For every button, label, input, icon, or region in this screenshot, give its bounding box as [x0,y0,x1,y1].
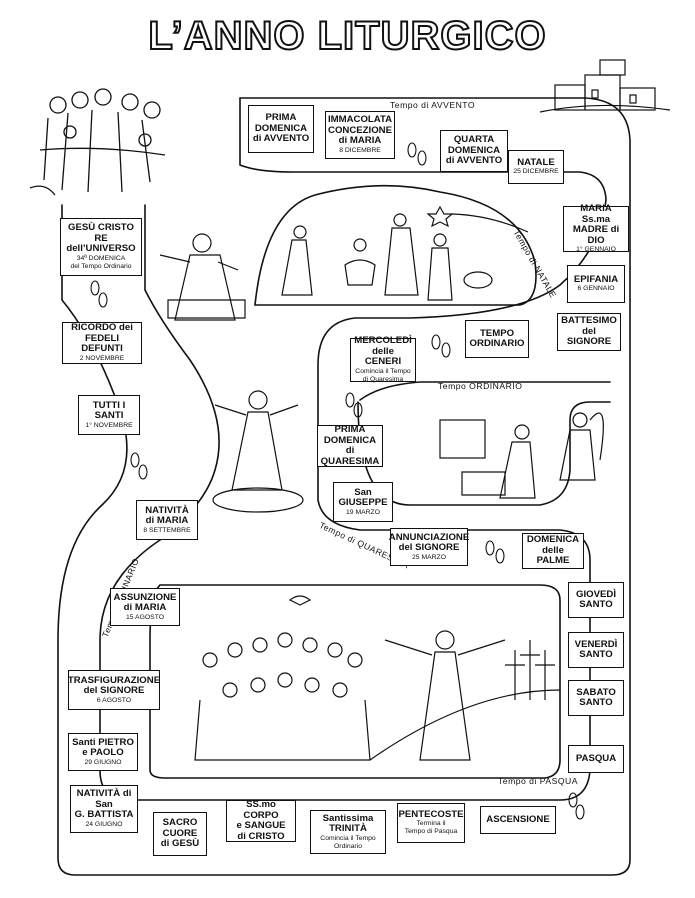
nativity-icon [281,213,493,301]
family-icon [29,88,166,196]
card-name: SACRO CUORE di GESÙ [160,817,200,850]
risen-christ-icon [212,390,304,513]
card-date: 24 GIUGNO [85,820,123,828]
card-name: EPIFANIA [573,273,619,285]
card-name: Santissima TRINITÀ [322,812,374,834]
card-tempo-ordinario: TEMPO ORDINARIO [465,320,529,358]
crucifixion-hill-icon [369,630,561,761]
card-date: 8 SETTEMBRE [143,526,191,534]
card-date: 19 MARZO [346,508,380,516]
card-name: NATIVITÀ di San G. BATTISTA [74,788,134,821]
card-note: Comincia il Tempo di Quaresima [355,367,411,383]
card-domenica-palme: DOMENICA delle PALME [522,533,584,569]
card-pasqua: PASQUA [568,745,624,773]
card-name: TUTTI I SANTI [92,399,126,421]
card-sabato-santo: SABATO SANTO [568,680,624,716]
card-name: MARIA Ss.ma MADRE di DIO [572,203,620,246]
card-corpus-domini: SS.mo CORPO e SANGUE di CRISTO [226,799,296,842]
card-name: NATALE [517,156,555,168]
card-date: 15 AGOSTO [125,613,165,621]
card-name: SS.mo CORPO e SANGUE di CRISTO [236,799,286,842]
card-note: Termina il Tempo di Pasqua [404,820,458,836]
card-name: PENTECOSTE [398,808,464,820]
village-icon [539,59,671,113]
card-date: 29 GIUGNO [84,758,122,766]
card-name: TRASFIGURAZIONE del SIGNORE [67,674,161,696]
star-icon [426,205,529,233]
card-name: IMMACOLATA CONCEZIONE di MARIA [327,114,393,147]
card-date: 6 AGOSTO [96,696,132,704]
season-label-avvento: Tempo di AVVENTO [390,100,476,110]
footprints-icon [90,142,585,820]
card-date: 1° NOVEMBRE [85,421,133,429]
christ-king-icon [159,233,246,321]
card-prima-domenica-quaresima: PRIMA DOMENICA di QUARESIMA [317,424,383,467]
card-date: 6 GENNAIO [577,285,615,293]
card-name: ANNUNCIAZIONE del SIGNORE [388,531,470,553]
road-loop-inner [357,401,611,506]
card-name: RICORDO dei FEDELI DEFUNTI [71,322,133,355]
season-label-ordinario-1: Tempo ORDINARIO [438,381,523,391]
card-name: MERCOLEDÌ delle CENERI [354,335,412,368]
card-prima-domenica-avvento: PRIMA DOMENICA di AVVENTO [248,105,314,153]
card-date: 2 NOVEMBRE [79,354,125,362]
card-note: 34ª DOMENICA del Tempo Ordinario [70,254,132,270]
card-name: Santi PIETRO e PAOLO [72,736,134,758]
card-quarta-domenica-avvento: QUARTA DOMENICA di AVVENTO [440,130,508,172]
card-name: DOMENICA delle PALME [526,534,580,567]
card-name: VENERDÌ SANTO [574,638,618,660]
card-date: 1° GENNAIO [576,246,616,253]
card-name: NATIVITÀ di MARIA [145,504,189,526]
pentecost-icon [194,595,371,761]
card-note: Comincia il Tempo Ordinario [320,834,376,850]
card-name: PASQUA [575,752,617,764]
nativity-cave [254,184,537,306]
card-date: 8 DICEMBRE [339,146,381,154]
card-name: GESÙ CRISTO RE dell’UNIVERSO [66,222,136,255]
card-name: ASCENSIONE [486,813,550,825]
card-battesimo: BATTESIMO del SIGNORE [557,313,621,351]
annunciation-icon [439,412,604,499]
card-venerdi-santo: VENERDÌ SANTO [568,632,624,668]
card-name: PRIMA DOMENICA di QUARESIMA [320,424,380,467]
card-name: GIOVEDÌ SANTO [576,588,616,610]
poster-title: L’ANNO LITURGICO [147,13,547,59]
card-date: 25 DICEMBRE [513,168,559,176]
card-giovedi-santo: GIOVEDÌ SANTO [568,582,624,618]
card-name: TEMPO ORDINARIO [469,327,525,349]
card-name: QUARTA DOMENICA di AVVENTO [445,134,503,167]
season-label-pasqua: Tempo di PASQUA [498,776,578,786]
card-name: SABATO SANTO [576,686,616,708]
card-name: BATTESIMO del SIGNORE [561,315,617,348]
card-name: San GIUSEPPE [338,486,388,508]
card-sacro-cuore: SACRO CUORE di GESÙ [153,812,207,856]
card-date: 25 MARZO [412,553,446,561]
road-loop [359,381,611,401]
pasqua-scene-edge [149,584,561,779]
card-ascensione: ASCENSIONE [480,806,556,834]
card-name: ASSUNZIONE di MARIA [113,591,177,613]
card-name: PRIMA DOMENICA di AVVENTO [252,112,310,145]
